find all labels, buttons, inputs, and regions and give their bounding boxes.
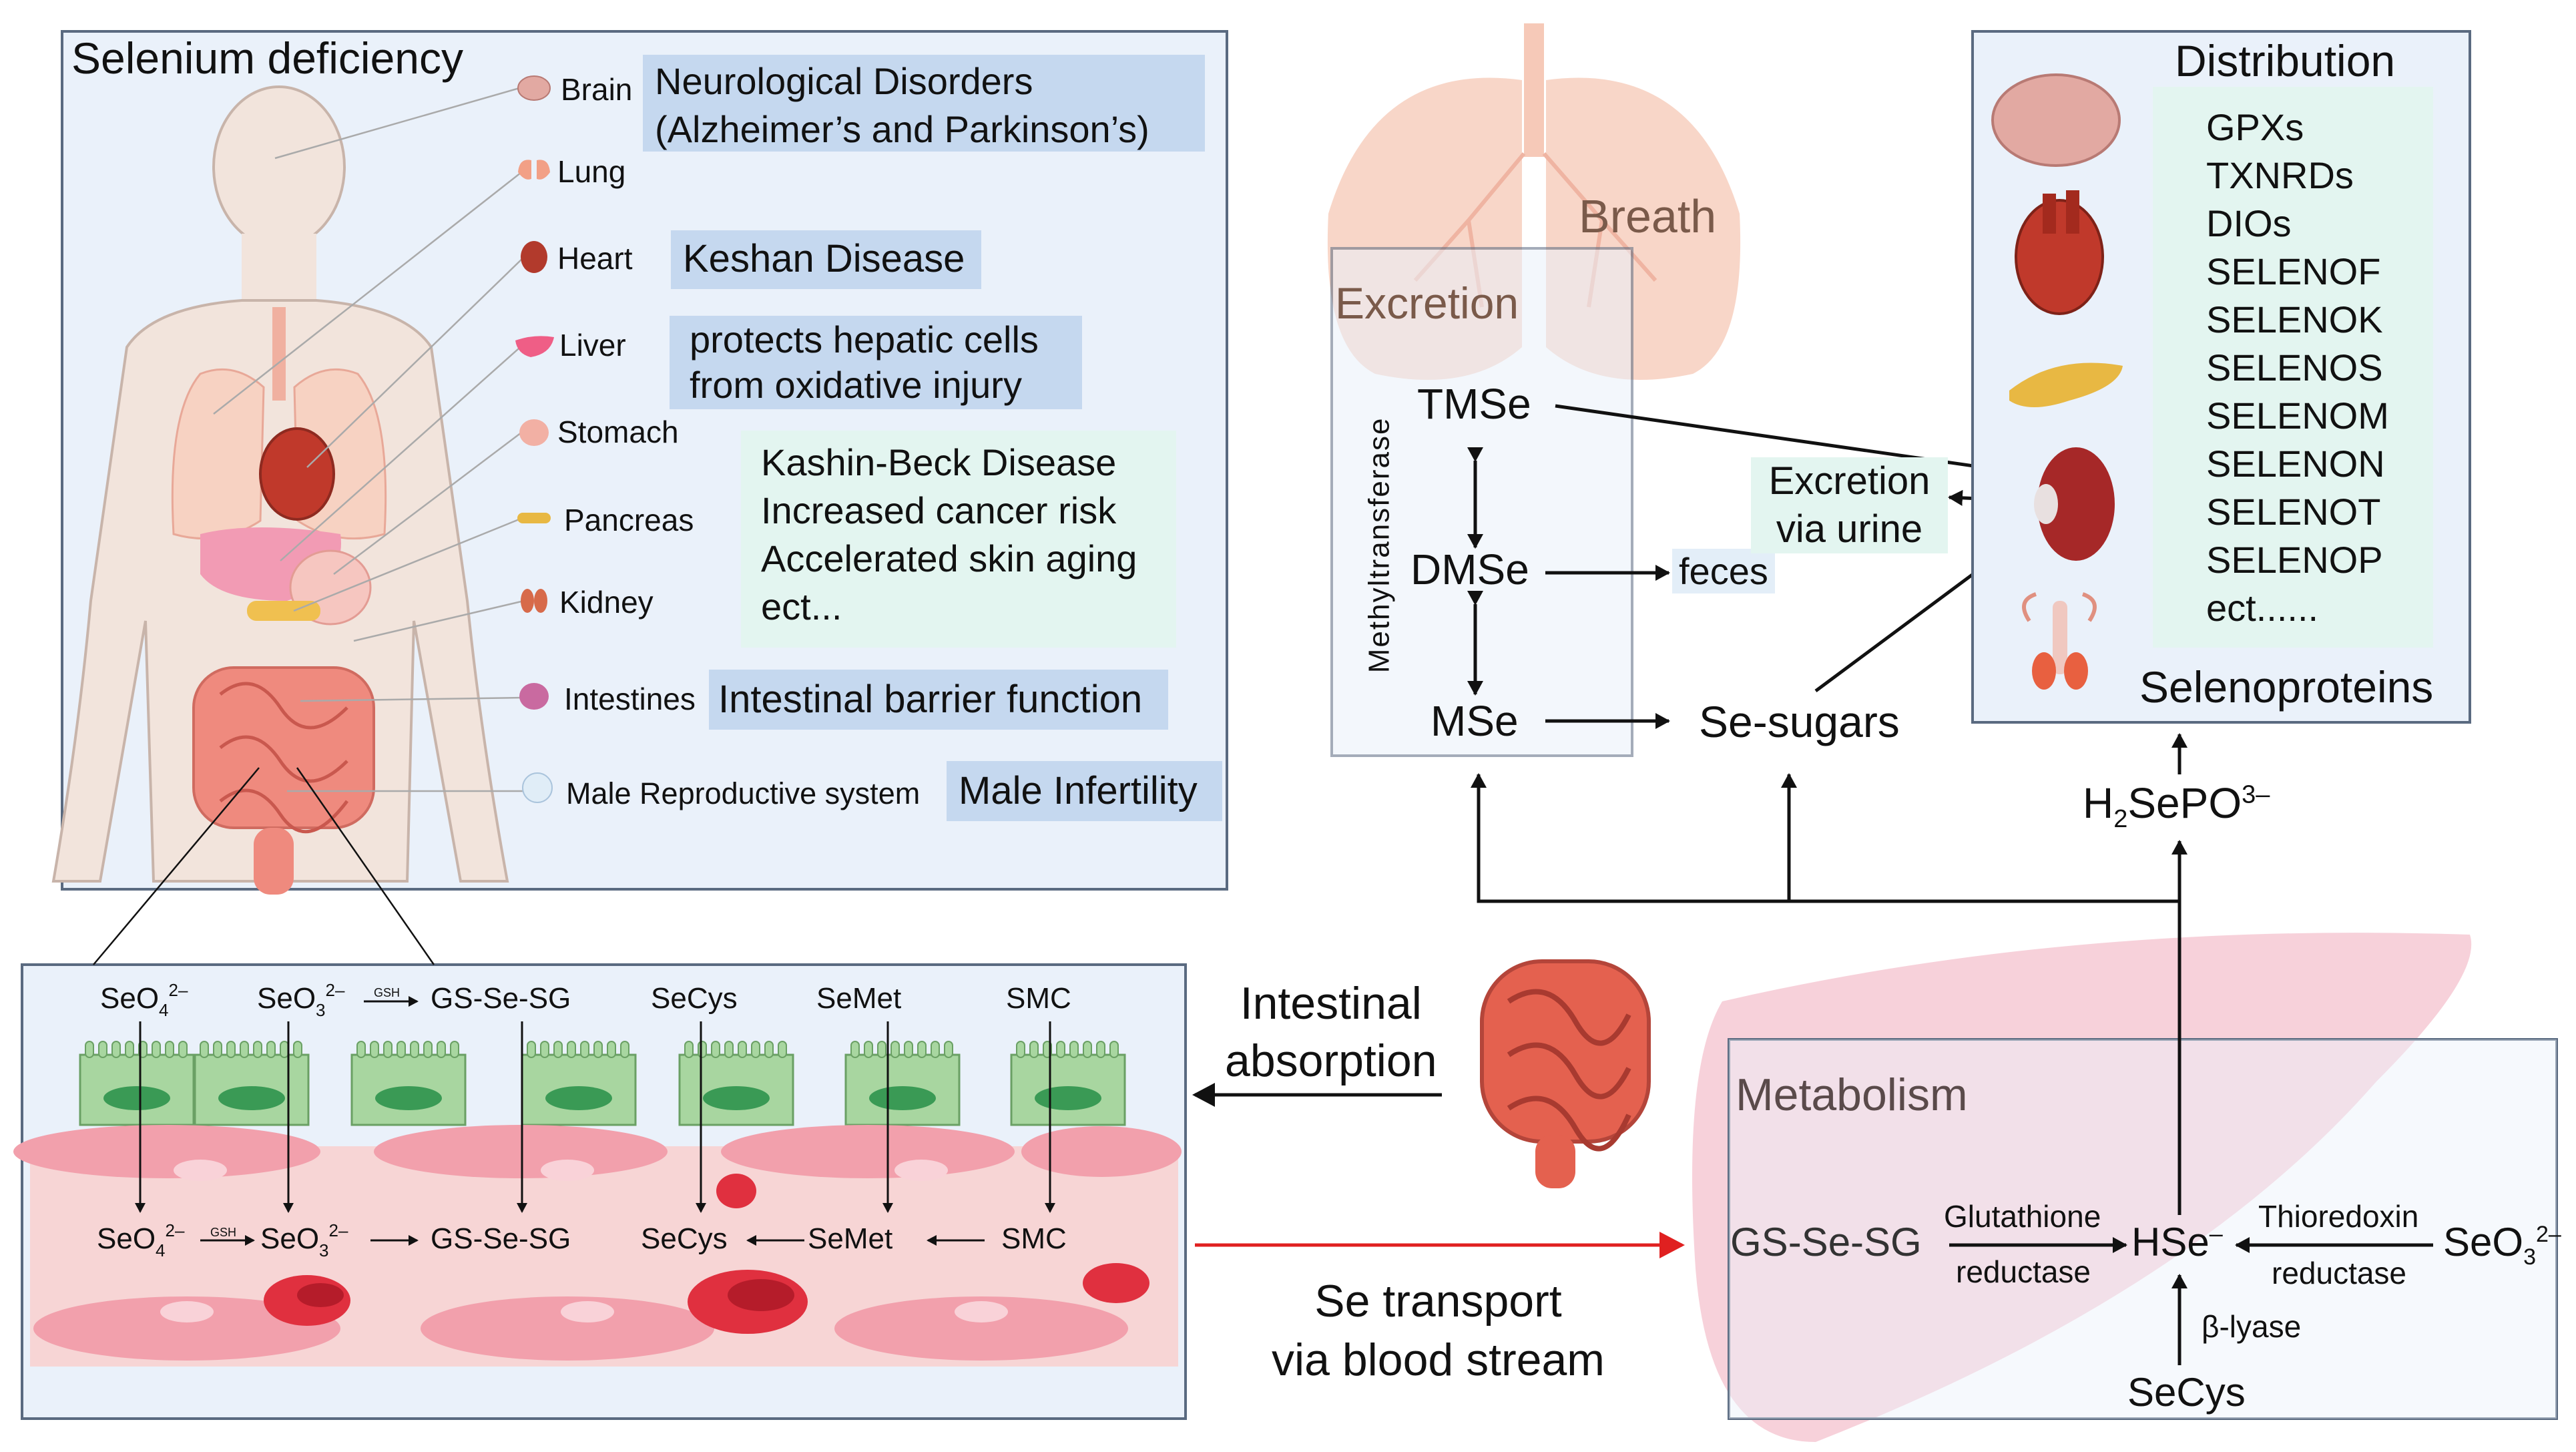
reductase1-label: reductase — [1956, 1254, 2091, 1289]
absorption-bottom-labels: SeO42– GSH SeO32– GS-Se-SG SeCys SeMet S… — [97, 1220, 1067, 1260]
secys-label: SeCys — [2127, 1370, 2246, 1415]
svg-text:SeO32–: SeO32– — [260, 1220, 348, 1260]
svg-text:SeMet: SeMet — [808, 1222, 892, 1255]
distribution-brain-icon — [1991, 73, 2121, 167]
human-body-figure — [51, 85, 509, 895]
zoom-lines — [93, 767, 435, 965]
organ-label-reproductive: Male Reproductive system — [566, 776, 921, 810]
pathway-lines — [1471, 733, 2433, 1365]
excretion-title: Excretion — [1335, 278, 1519, 328]
blood-transport-label: Se transport via blood stream — [1272, 1276, 1605, 1385]
organ-leader-lines — [213, 85, 525, 792]
effect-intestines: Intestinal barrier function — [709, 670, 1168, 730]
gssesg-label: GS-Se-SG — [1730, 1220, 1922, 1264]
effect-brain: Neurological Disorders (Alzheimer’s and … — [643, 55, 1205, 152]
pancreas-icon — [517, 513, 551, 523]
villus-cell — [1010, 1041, 1126, 1126]
metabolism-title: Metabolism — [1736, 1069, 1968, 1120]
villus-cell — [844, 1041, 961, 1126]
distribution-heart-icon — [2015, 190, 2104, 315]
svg-text:SMC: SMC — [1006, 982, 1071, 1015]
organ-label-brain: Brain — [561, 72, 633, 107]
svg-text:GSH: GSH — [374, 986, 400, 999]
seo3-label: SeO32– — [2443, 1220, 2561, 1270]
endothelial-cells — [13, 1125, 1182, 1361]
deficiency-title: Selenium deficiency — [71, 33, 463, 83]
distribution-title: Distribution — [2175, 36, 2396, 85]
tmse-label: TMSe — [1417, 380, 1531, 428]
intestines-icon — [519, 683, 549, 710]
methyltransferase-label: Methyltransferase — [1362, 417, 1396, 674]
distribution-panel — [1971, 30, 2471, 724]
organ-label-stomach: Stomach — [557, 415, 679, 449]
beta-lyase-label: β-lyase — [2202, 1309, 2302, 1344]
selenoproteins-footer: Selenoproteins — [2139, 662, 2434, 712]
villus-cell — [79, 1041, 195, 1126]
glutathione-label: Glutathione — [1944, 1199, 2101, 1234]
stomach-icon — [519, 419, 549, 446]
svg-text:SeCys: SeCys — [651, 982, 738, 1015]
excretion-arrows — [1467, 404, 2037, 729]
svg-text:SeMet: SeMet — [816, 982, 901, 1015]
se-sugars-label: Se-sugars — [1699, 697, 1900, 746]
brain-icon — [517, 75, 551, 101]
feces-label: feces — [1672, 549, 1775, 594]
villus-cell — [678, 1041, 794, 1126]
effect-general: Kashin-Beck Disease Increased cancer ris… — [741, 431, 1176, 648]
absorption-panel: SeO42– SeO32– GSH GS-Se-SG SeCys SeMet S… — [13, 963, 1187, 1420]
effect-heart: Keshan Disease — [671, 230, 981, 289]
male-reproductive-icon — [522, 772, 553, 803]
mse-label: MSe — [1431, 697, 1519, 745]
organ-label-lung: Lung — [557, 154, 626, 189]
organ-label-kidney: Kidney — [559, 585, 654, 620]
villus-cell — [350, 1041, 467, 1126]
effect-liver: protects hepatic cells from oxidative in… — [670, 316, 1082, 409]
svg-text:SeO32–: SeO32– — [257, 980, 345, 1020]
selenoprotein-list: GPXs TXNRDs DIOs SELENOF SELENOK SELENOS… — [2206, 106, 2389, 629]
endothelial-nuclei — [160, 1160, 1008, 1322]
absorption-arrows — [135, 1021, 1055, 1213]
svg-text:SeCys: SeCys — [641, 1222, 728, 1255]
villus-cell — [194, 1041, 310, 1126]
svg-text:SeO42–: SeO42– — [100, 980, 188, 1020]
absorption-top-labels: SeO42– SeO32– GSH GS-Se-SG SeCys SeMet S… — [100, 980, 1071, 1020]
organ-label-heart: Heart — [557, 241, 633, 276]
distribution-reproductive-icon — [2022, 592, 2097, 690]
intestinal-absorption-label: Intestinal absorption — [1225, 978, 1437, 1086]
heart-icon — [521, 241, 547, 273]
organ-label-intestines: Intestines — [564, 682, 696, 716]
kidney-icon — [521, 589, 547, 613]
lung-icon — [518, 160, 550, 180]
organ-label-pancreas: Pancreas — [564, 503, 694, 537]
distribution-kidney-icon — [2034, 447, 2115, 561]
dmse-label: DMSe — [1410, 545, 1529, 593]
urine-excretion-label: Excretion via urine — [1751, 457, 1948, 553]
hse-label: HSe– — [2131, 1220, 2223, 1264]
breath-label: Breath — [1579, 190, 1717, 242]
svg-text:GS-Se-SG: GS-Se-SG — [431, 1222, 571, 1255]
h2sepo3-label: H2SePO3– — [2083, 779, 2270, 833]
metabolism-panel — [1692, 933, 2558, 1442]
svg-text:GSH: GSH — [210, 1226, 236, 1239]
svg-text:GS-Se-SG: GS-Se-SG — [431, 982, 571, 1015]
effect-reproductive: Male Infertility — [947, 761, 1222, 821]
red-blood-cells — [264, 1174, 1149, 1334]
organ-label-liver: Liver — [559, 328, 626, 362]
liver-icon — [515, 336, 554, 357]
villus-cell — [521, 1041, 637, 1126]
thioredoxin-label: Thioredoxin — [2258, 1199, 2419, 1234]
distribution-pancreas-icon — [2009, 362, 2123, 407]
intestine-illustration — [1480, 959, 1651, 1188]
svg-text:SeO42–: SeO42– — [97, 1220, 185, 1260]
organ-icons — [515, 75, 554, 803]
villi-row — [79, 1041, 1126, 1126]
svg-text:SMC: SMC — [1001, 1222, 1067, 1255]
reductase2-label: reductase — [2272, 1256, 2407, 1290]
